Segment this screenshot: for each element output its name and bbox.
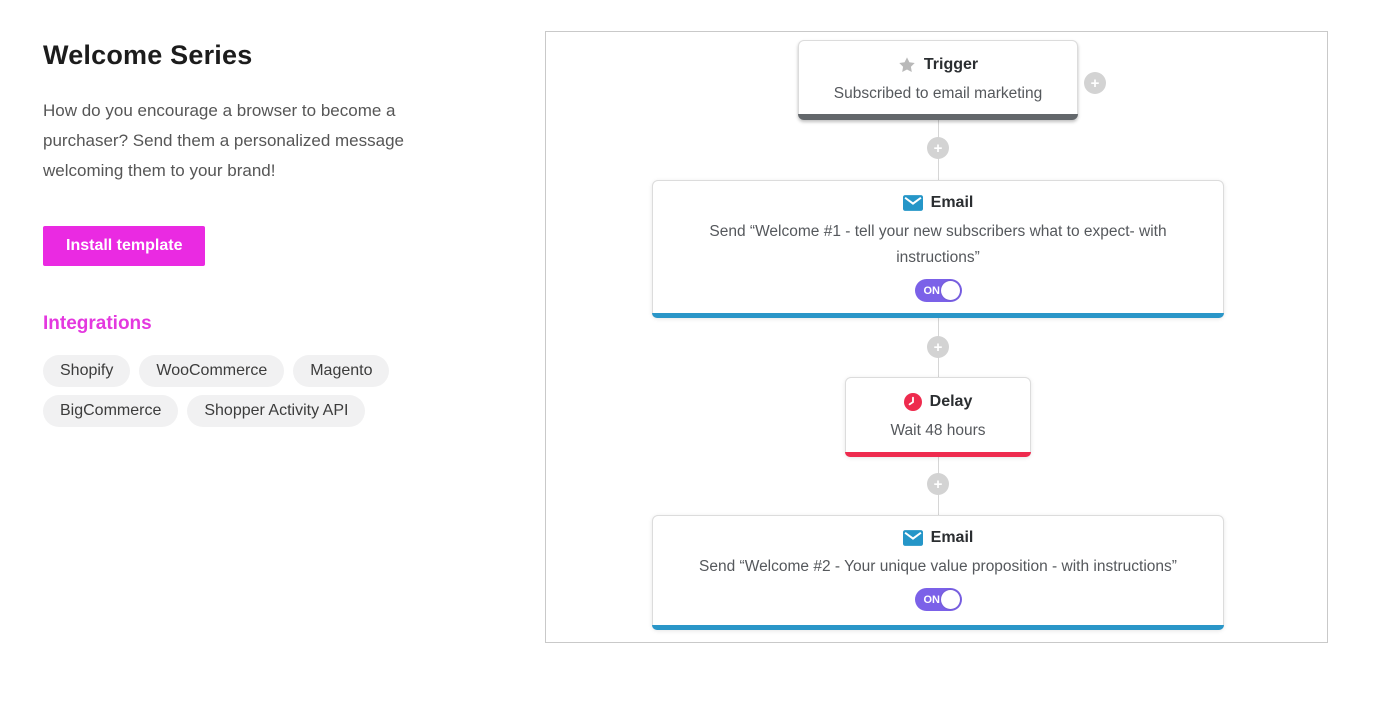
toggle-knob — [940, 281, 960, 300]
workflow-node-email-1[interactable]: Email Send “Welcome #1 - tell your new s… — [652, 180, 1224, 318]
template-info-column: Welcome Series How do you encourage a br… — [43, 40, 513, 427]
add-step-right-button[interactable]: + — [1084, 72, 1106, 94]
integration-pill-woocommerce: WooCommerce — [139, 355, 285, 387]
workflow-node-trigger[interactable]: Trigger Subscribed to email marketing — [798, 40, 1078, 120]
install-template-button[interactable]: Install template — [43, 226, 206, 266]
workflow-node-email-2[interactable]: Email Send “Welcome #2 - Your unique val… — [652, 515, 1224, 630]
clock-icon — [903, 393, 922, 411]
node-accent-bar — [652, 625, 1224, 630]
integration-pill-magento: Magento — [293, 355, 390, 387]
integrations-heading: Integrations — [43, 313, 152, 334]
workflow-preview-panel: Trigger Subscribed to email marketing + … — [545, 31, 1328, 643]
template-description: How do you encourage a browser to become… — [43, 101, 404, 180]
node-title: Trigger — [923, 56, 979, 73]
node-title: Email — [930, 194, 974, 211]
add-step-button[interactable]: + — [927, 473, 949, 495]
page-title: Welcome Series — [43, 40, 253, 70]
toggle-knob — [940, 590, 960, 609]
email-on-toggle[interactable]: ON — [914, 588, 962, 611]
integration-pill-shopper-activity-api: Shopper Activity API — [187, 395, 366, 427]
node-text: Send “Welcome #2 - Your unique value pro… — [699, 558, 1177, 575]
node-accent-bar — [798, 114, 1078, 120]
star-icon — [898, 56, 916, 74]
toggle-state-label: ON — [923, 284, 941, 297]
node-title: Delay — [929, 393, 973, 410]
node-text: Send “Welcome #1 - tell your new subscri… — [709, 223, 1167, 266]
add-step-button[interactable]: + — [927, 137, 949, 159]
email-icon — [902, 195, 923, 211]
email-on-toggle[interactable]: ON — [914, 279, 962, 302]
toggle-state-label: ON — [923, 593, 941, 606]
integrations-list: Shopify WooCommerce Magento BigCommerce … — [43, 355, 443, 427]
node-text: Subscribed to email marketing — [833, 85, 1043, 102]
node-accent-bar — [845, 452, 1031, 457]
email-icon — [902, 530, 923, 546]
add-step-button[interactable]: + — [927, 336, 949, 358]
node-accent-bar — [652, 313, 1224, 318]
workflow-node-delay[interactable]: Delay Wait 48 hours — [845, 377, 1031, 457]
integration-pill-shopify: Shopify — [43, 355, 131, 387]
integration-pill-bigcommerce: BigCommerce — [43, 395, 179, 427]
node-title: Email — [930, 529, 974, 546]
node-text: Wait 48 hours — [890, 422, 986, 439]
